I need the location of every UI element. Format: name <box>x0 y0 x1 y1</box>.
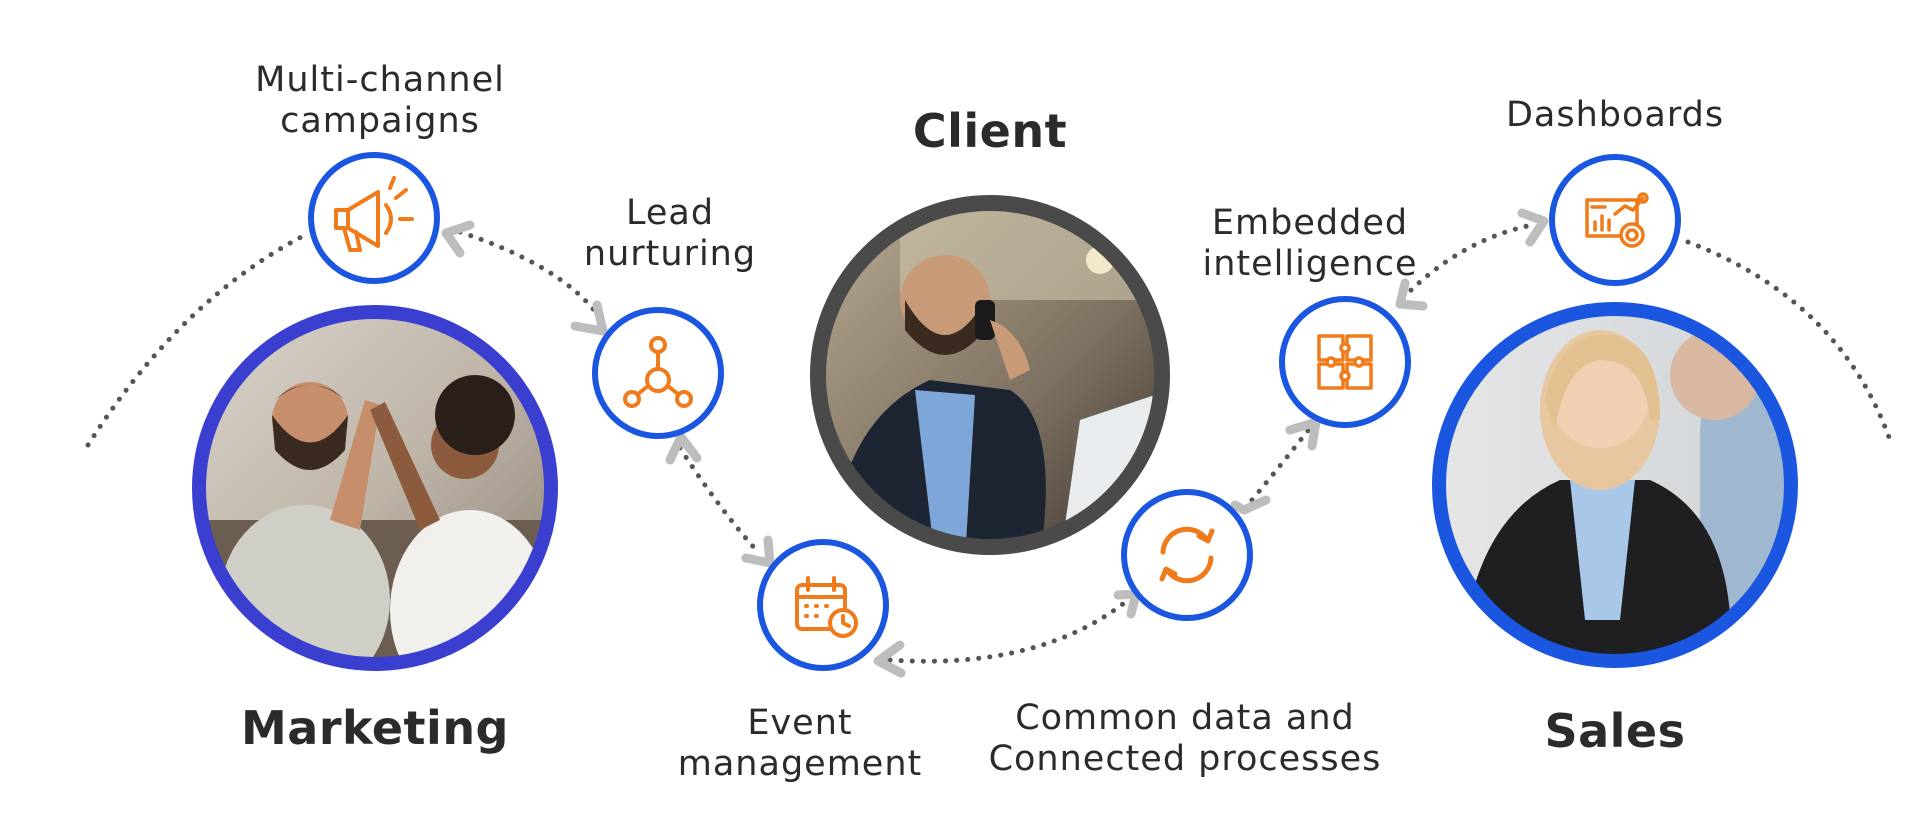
label-sales: Sales <box>1544 704 1686 758</box>
label-dashboards: Dashboards <box>1505 95 1725 135</box>
connectors <box>85 222 1893 664</box>
node-dashboards <box>1549 154 1681 286</box>
sales-photo <box>1432 302 1798 668</box>
label-common: Common data and Connected processes <box>965 698 1405 780</box>
arrowhead <box>441 220 475 258</box>
label-line: Lead <box>625 193 715 233</box>
megaphone-icon <box>334 176 414 252</box>
connector-outer-right <box>1685 239 1893 443</box>
node-event <box>757 539 889 671</box>
arrowhead <box>665 432 702 465</box>
label-embedded: Embedded intelligence <box>1160 203 1460 285</box>
client-photo <box>810 195 1170 555</box>
calendar-clock-icon <box>795 576 858 638</box>
marketing-photo <box>192 305 558 671</box>
refresh-icon <box>1159 526 1215 584</box>
arrowhead <box>1395 278 1428 311</box>
label-event: Event management <box>655 703 945 785</box>
label-line: nurturing <box>583 234 757 274</box>
label-line: Multi-channel <box>255 60 505 100</box>
label-line: Event <box>747 703 853 743</box>
arrowhead <box>1517 208 1549 247</box>
arrowhead <box>741 535 775 568</box>
puzzle-icon <box>1317 334 1373 390</box>
node-common <box>1121 489 1253 621</box>
network-icon <box>623 336 693 408</box>
label-line: Embedded <box>1211 203 1409 243</box>
label-lead: Lead nurturing <box>570 193 770 275</box>
dashboard-chart-icon <box>1585 192 1649 248</box>
connector-lead-event <box>677 445 761 555</box>
label-client: Client <box>912 104 1068 158</box>
node-multichannel <box>308 152 440 284</box>
connector-common-embedded <box>1249 425 1313 503</box>
arrowhead <box>570 300 608 336</box>
arrowheads <box>441 208 1549 678</box>
connector-multichannel-lead <box>457 229 601 318</box>
label-line: intelligence <box>1202 244 1418 284</box>
label-marketing: Marketing <box>241 701 509 755</box>
connector-embedded-dashboards <box>1400 222 1535 301</box>
label-line: Common data and <box>1015 698 1355 738</box>
node-lead <box>592 307 724 439</box>
label-line: management <box>677 744 923 784</box>
connector-event-common <box>887 597 1131 664</box>
label-line: campaigns <box>280 101 480 141</box>
label-line: Connected processes <box>988 739 1382 779</box>
connector-outer-left <box>85 232 308 448</box>
arrowhead <box>1285 417 1321 451</box>
label-multichannel: Multi-channel campaigns <box>230 60 530 142</box>
node-embedded <box>1279 296 1411 428</box>
arrowhead <box>873 640 906 678</box>
arrowhead <box>1230 495 1271 515</box>
